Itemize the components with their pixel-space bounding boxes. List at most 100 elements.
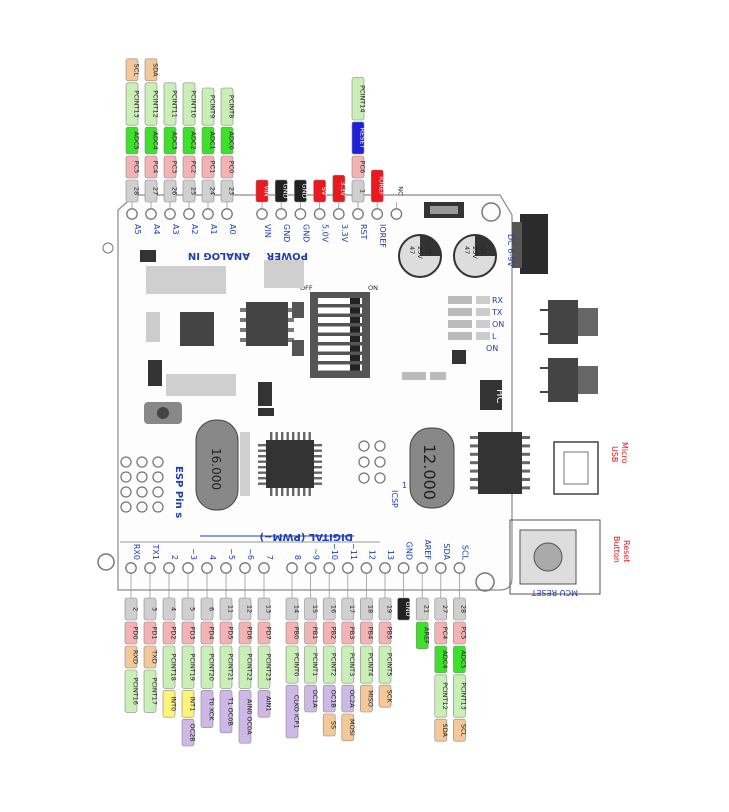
esp-pin (120, 471, 132, 483)
pin-tag-text-rxd: RXD (131, 650, 139, 664)
pin-tag-adc2 (182, 126, 196, 155)
analog-resistor-block (146, 266, 226, 294)
pin-tag-sck (378, 684, 392, 708)
pin-tag-text-ain0-oc0a: AIN0 OC0A (245, 699, 253, 735)
cap1-value: 47 (408, 246, 416, 254)
pin-tag-text-16: 16 (330, 605, 338, 613)
pin-tag-scl (453, 718, 466, 742)
esp-pin (120, 456, 132, 468)
pin-tag-text-txd: TXD (150, 649, 158, 663)
bottom-pin-labels: RX02PD0RXDPCINT16TX13PD1TXDPCINT1724PD2P… (124, 539, 469, 747)
board-pin-label-11: ~11 (349, 543, 358, 560)
board-pin-label-a0: A0 (228, 224, 237, 235)
icsp-pin (358, 440, 370, 452)
board-pin-label-3: ~3 (189, 548, 198, 560)
header-pin-rst (352, 208, 364, 220)
pin-tag-text-oc1b: OC1B (330, 689, 338, 707)
icsp-pin (374, 456, 386, 468)
led-label-on2: ON (486, 344, 498, 353)
switch-on-label: ON (368, 284, 378, 292)
mcu-chip (266, 440, 314, 488)
pin-tag-text-adc2: ADC2 (189, 132, 197, 150)
switch-off-label: OFF (300, 284, 313, 292)
dip-slot (318, 355, 362, 361)
board-pin-label-rx0: RX0 (132, 544, 141, 560)
reset-note-line2: Button (612, 536, 621, 563)
header-pin-13 (379, 562, 391, 574)
analog-smd (140, 250, 156, 262)
pin-tag-text-pc0: PC0 (227, 161, 235, 174)
pin-tag-text-25: 25 (189, 187, 197, 195)
pin-tag-pd0 (124, 621, 138, 645)
pin-tag-text-13: 13 (264, 605, 272, 613)
board-pin-label-a5: A5 (133, 224, 142, 235)
pin-tag-text-pcint3: PCINT3 (348, 653, 356, 676)
pin-tag-pd2 (162, 621, 176, 645)
esp-pin (136, 486, 148, 498)
pin-tag-pc1 (201, 155, 215, 179)
transistor (452, 350, 466, 364)
power-resistor-block (264, 260, 304, 288)
pin-tag-text-pcint21: PCINT21 (226, 653, 234, 680)
pin-tag-text-pcint16: PCINT16 (131, 677, 139, 704)
pin-tag-text-11: 11 (226, 605, 234, 613)
icsp-header (358, 440, 386, 484)
header-pin-4 (201, 562, 213, 574)
usb-chip (478, 432, 522, 494)
pin-tag-text-pcint4: PCINT4 (367, 653, 375, 676)
header-pin-2 (163, 562, 175, 574)
esp-pin (152, 501, 164, 513)
mount-hole (475, 572, 495, 592)
crystal-12mhz (409, 427, 455, 509)
pin-tag-txd (143, 645, 157, 669)
header-pin-gnd (275, 208, 288, 220)
regulator-1-tab (578, 308, 598, 336)
pin-tag-oc1b (322, 684, 336, 713)
pin-tag-pc6 (351, 155, 365, 179)
pin-tag-text-pc3: PC3 (170, 161, 178, 174)
pin-tag-text-pd1: PD1 (150, 626, 158, 639)
pin-tag-oc2b (181, 718, 195, 747)
pin-tag-rxd (124, 645, 138, 669)
pin-tag-text-mosi: MOSI (348, 719, 356, 736)
pin-tag-text-pcint8: PCINT8 (227, 95, 235, 118)
led-label-l: L (492, 332, 497, 341)
diode-small (292, 340, 304, 356)
pin-tag-oc2a (341, 684, 355, 713)
board-pin-label-sda: SDA (442, 543, 451, 560)
pin-tag-pd4 (200, 621, 214, 645)
cap1-brand: UT (424, 246, 432, 255)
pin-tag-text-ain1: AIN1 (264, 696, 272, 711)
board-pin-label-8: 8 (293, 555, 302, 560)
regulator-2 (548, 358, 578, 402)
pin-tag-text-12: 12 (245, 605, 253, 613)
pin-tag-text-19: 19 (385, 605, 393, 613)
crystal-caps (240, 432, 250, 496)
ferrite (146, 312, 160, 342)
pin-tag-text-pcint12: PCINT12 (151, 90, 159, 117)
pin-tag-text-pb1: PB1 (311, 627, 319, 640)
board-pin-label-a2: A2 (190, 224, 199, 235)
chip-sop-pins (240, 308, 294, 342)
board-pin-label-5-0v: 5.0V (321, 224, 330, 243)
pin-tag-text-gnd: GND (301, 184, 309, 199)
pin-tag-text-26: 26 (170, 187, 178, 195)
analog-title: ANALOG IN (188, 250, 250, 261)
pin-tag-pcint12 (144, 82, 158, 126)
header-pin-vin (256, 208, 268, 220)
pin-tag-adc0 (220, 126, 234, 155)
pin-tag-text-adc3: ADC3 (170, 132, 178, 150)
pin-tag-aref (415, 621, 429, 650)
pin-tag-text-3: 3 (150, 607, 158, 611)
dip-lever (350, 326, 360, 333)
board-pin-label-3-3v: 3.3V (340, 224, 349, 243)
pin-tag-text-vin: VIN (262, 185, 270, 196)
pin-tag-pc4 (434, 621, 448, 645)
pin-tag-adc5 (453, 645, 466, 674)
hc-chip (480, 380, 502, 410)
pin-tag-text-adc1: ADC1 (208, 132, 216, 150)
pin-tag-pcint21 (219, 645, 233, 689)
dip-lever (350, 307, 360, 314)
pin-tag-pcint13 (125, 82, 139, 126)
pin-tag-t1-oc0b (219, 690, 233, 734)
